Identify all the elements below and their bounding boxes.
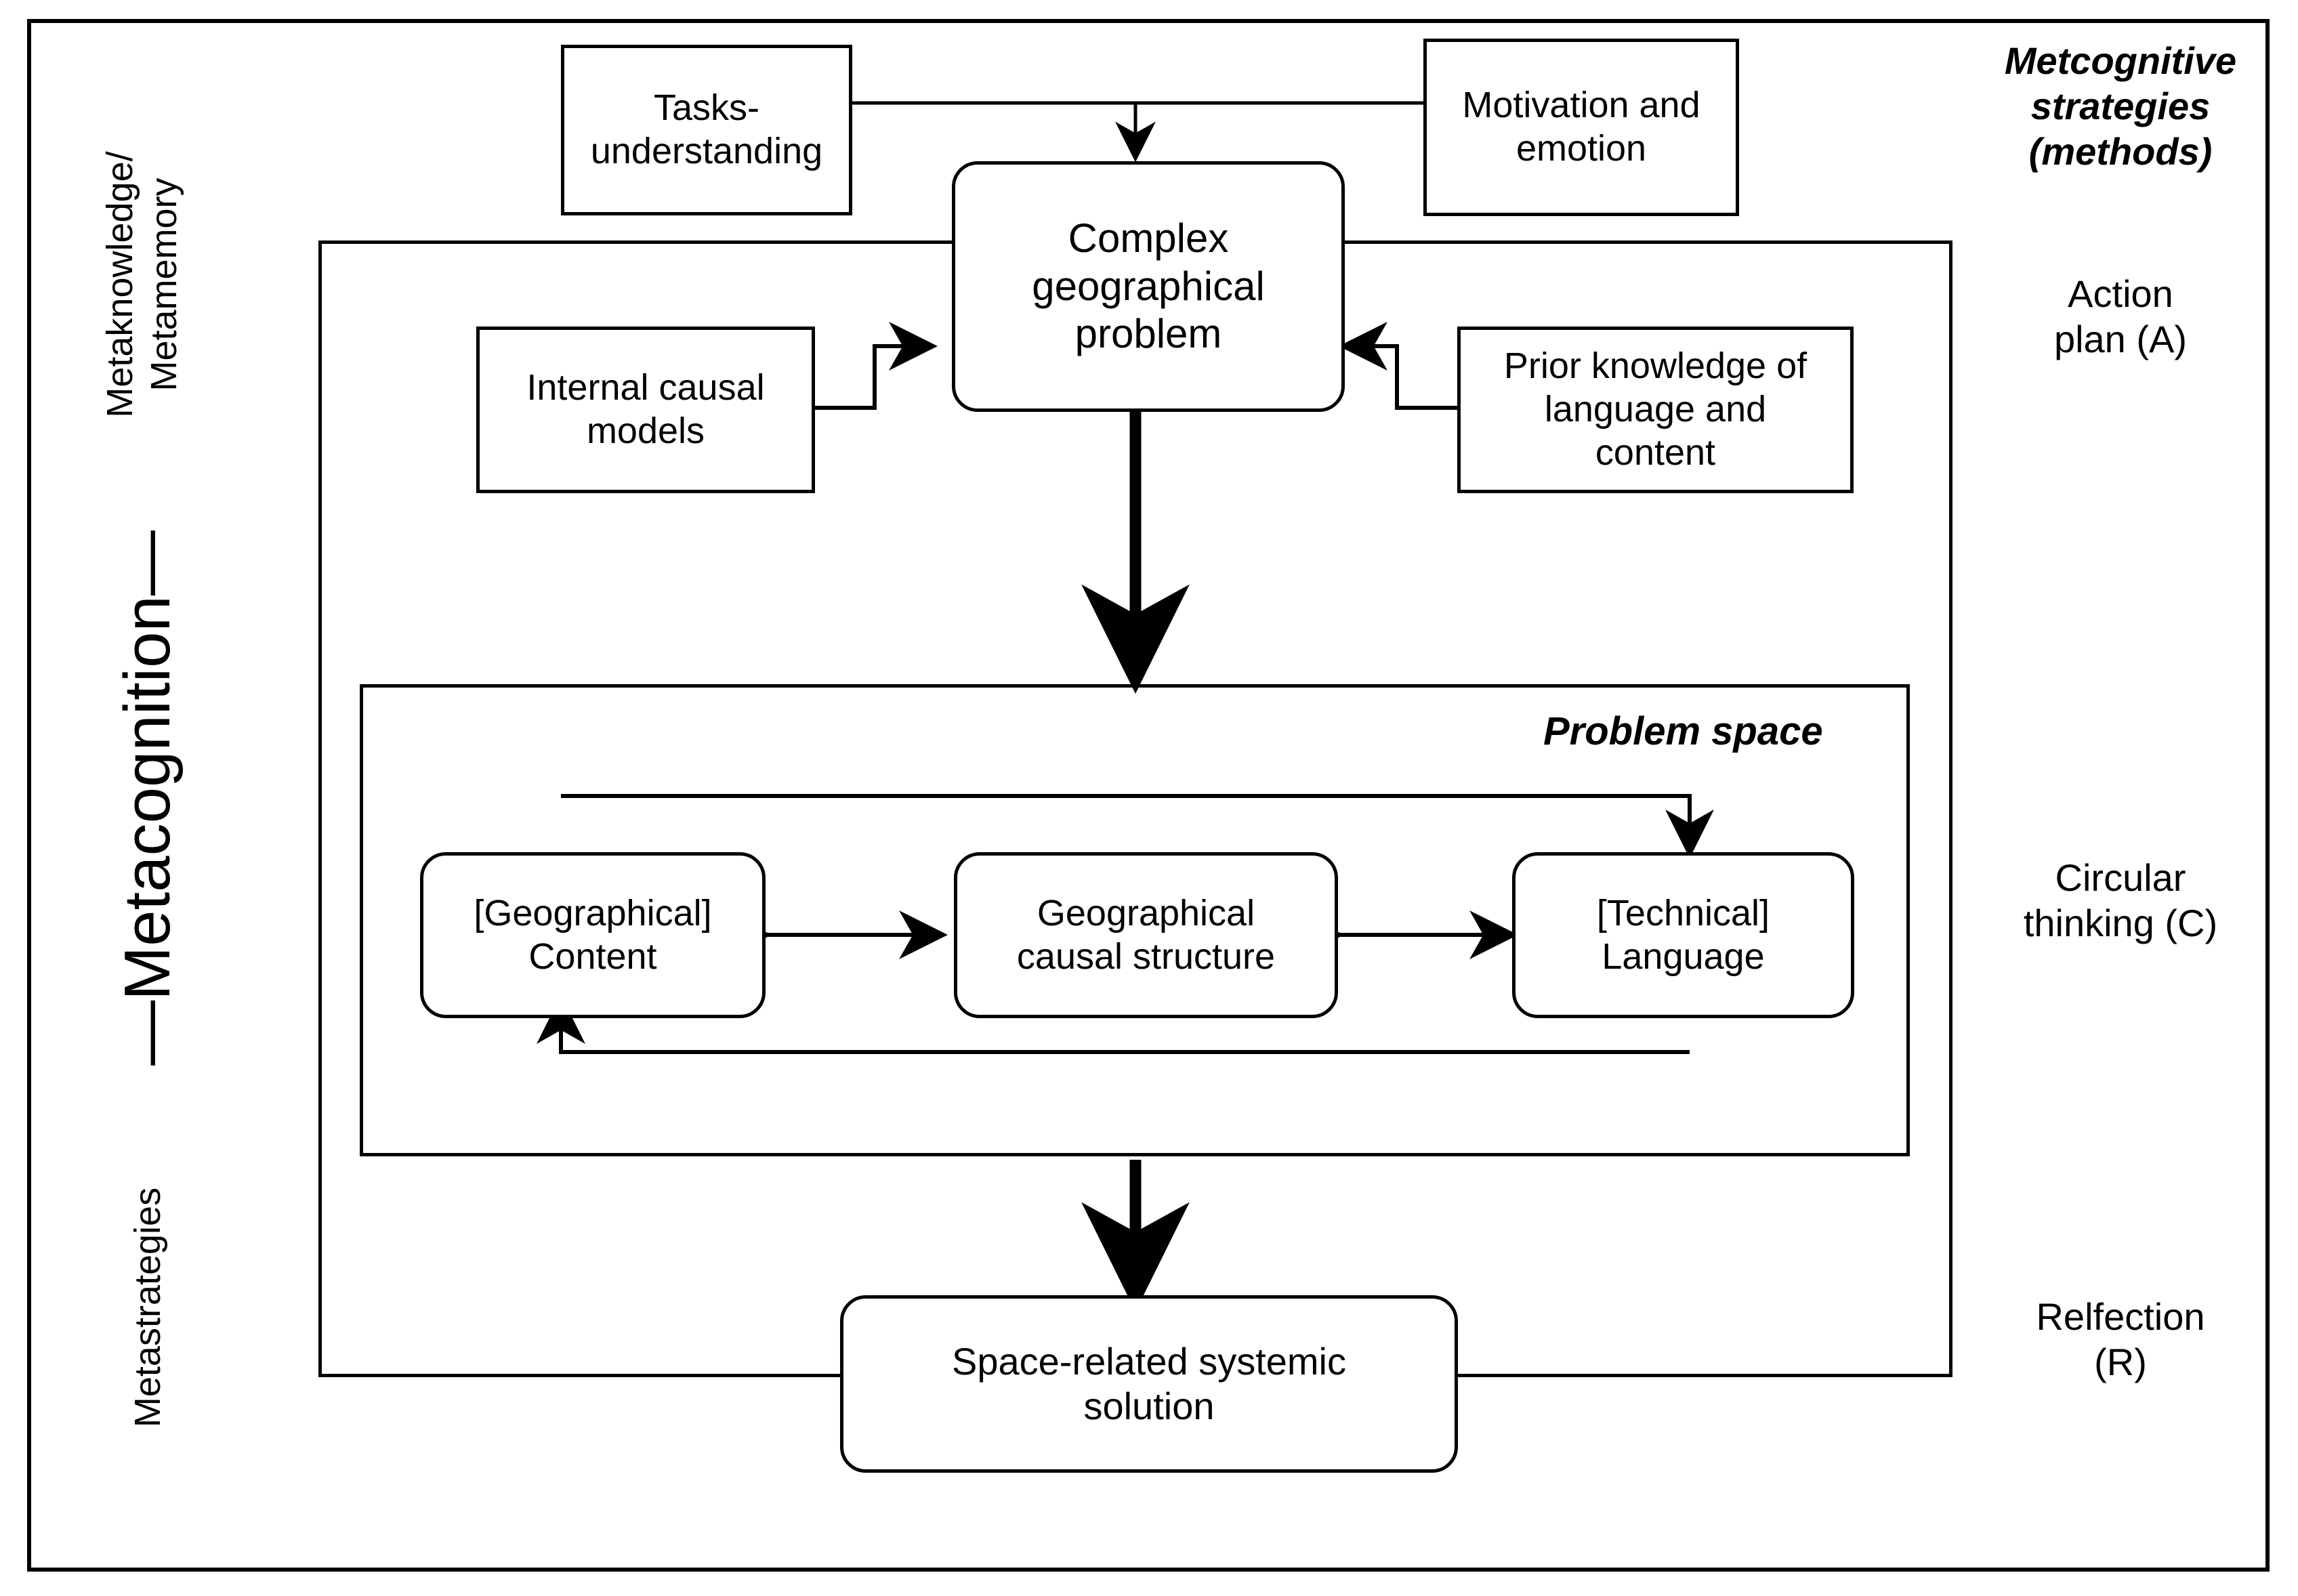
node-motivation-emotion[interactable]: Motivation and emotion [1423,39,1739,216]
node-complex-geographical-problem[interactable]: Complex geographical problem [952,161,1345,412]
node-prior-knowledge[interactable]: Prior knowledge of language and content [1457,327,1854,493]
label-circular-thinking: Circular thinking (C) [2023,856,2218,945]
node-geographical-causal-structure[interactable]: Geographical causal structure [954,852,1338,1018]
axis-label-metastrategies: Metastrategies [127,1187,168,1428]
label-reflection: Relfection (R) [2036,1295,2205,1384]
label-action-plan: Action plan (A) [2053,272,2188,361]
label-metacognitive-strategies: Metcognitive strategies (methods) [2004,39,2237,173]
axis-label-metacognition: —Metacognition— [111,530,184,1066]
node-geographical-content[interactable]: [Geographical] Content [420,852,766,1018]
node-space-related-solution[interactable]: Space-related systemic solution [840,1295,1458,1473]
node-technical-language[interactable]: [Technical] Language [1512,852,1854,1018]
node-tasks-understanding[interactable]: Tasks- understanding [561,45,852,215]
axis-label-metaknowledge: Metaknowledge/ Metamemory [100,151,184,418]
node-internal-causal-models[interactable]: Internal causal models [476,327,815,493]
outer-frame [27,19,2270,1572]
problem-space-title: Problem space [1543,709,1823,753]
